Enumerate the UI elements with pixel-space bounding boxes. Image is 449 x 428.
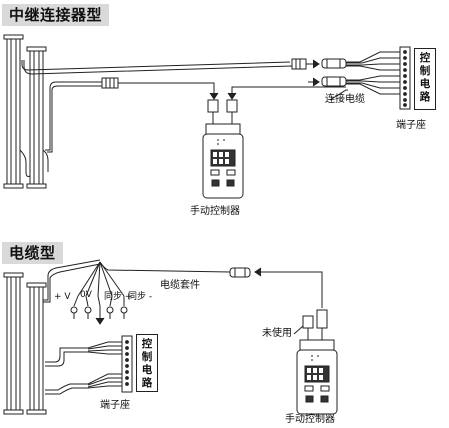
fan-wires-bottom bbox=[87, 341, 122, 389]
sensor-cables-top bbox=[19, 60, 293, 177]
label-terminal-block-bottom: 端子座 bbox=[100, 400, 130, 411]
label-unused: 未使用 bbox=[262, 328, 292, 339]
terminal-strip-bottom bbox=[121, 335, 133, 393]
sensor-bar-receiver-top bbox=[26, 46, 47, 189]
sensor-bar-receiver-bottom bbox=[26, 282, 47, 415]
unused-leader-line bbox=[293, 325, 304, 335]
label-sync-minus: 同步 - bbox=[128, 292, 153, 302]
fan-wires-top bbox=[227, 51, 400, 101]
cable-connector-pair-top bbox=[308, 58, 347, 87]
label-plus-v: + V bbox=[54, 292, 71, 302]
control-circuit-box-top: 控 制 电 路 bbox=[414, 48, 436, 110]
manual-controller-top bbox=[202, 99, 244, 199]
label-cable-kit: 电缆套件 bbox=[160, 280, 200, 291]
sensor-cables-bottom bbox=[43, 259, 101, 395]
label-relay-cable: 连接电缆 bbox=[325, 94, 365, 105]
manual-controller-bottom bbox=[296, 309, 338, 415]
power-sync-fan bbox=[70, 261, 128, 325]
label-controller-top: 手动控制器 bbox=[190, 206, 240, 217]
terminal-strip-top bbox=[399, 46, 411, 110]
label-controller-bottom: 手动控制器 bbox=[285, 414, 335, 425]
label-zero-v: 0V bbox=[80, 290, 92, 300]
control-circuit-box-bottom: 控 制 电 路 bbox=[136, 334, 158, 392]
sensor-bar-emitter-bottom bbox=[3, 272, 24, 415]
section-title-cable: 电缆型 bbox=[2, 242, 63, 264]
label-terminal-block-top: 端子座 bbox=[396, 120, 426, 131]
relay-connector-left bbox=[101, 77, 124, 89]
relay-connector-right bbox=[291, 58, 320, 70]
section-title-relay: 中继连接器型 bbox=[2, 4, 110, 26]
sensor-bar-emitter-top bbox=[3, 34, 24, 189]
arrow-to-controller-top bbox=[124, 82, 219, 100]
label-sync-plus: 同步 + bbox=[104, 292, 133, 302]
cable-kit-line bbox=[99, 261, 323, 308]
